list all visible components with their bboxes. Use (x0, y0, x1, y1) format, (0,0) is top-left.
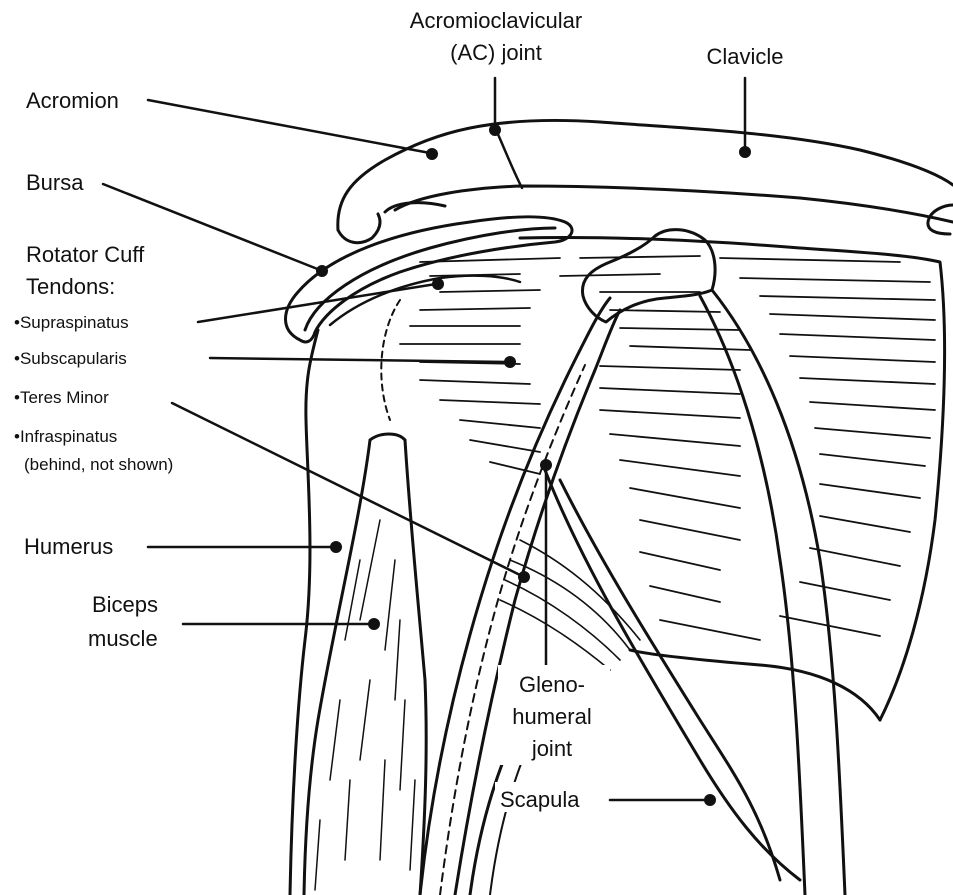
acromion-outline (338, 120, 953, 230)
label-teres-minor: •Teres Minor (14, 388, 109, 407)
label-biceps-line1: Biceps (92, 592, 158, 617)
label-rotator-cuff-line1: Rotator Cuff (26, 242, 145, 267)
short-head-tendon-a (712, 290, 845, 895)
biceps-tendon-dash (440, 365, 585, 895)
humeral-head-top (330, 276, 520, 325)
rotator-cuff-fibers (400, 256, 935, 640)
dot-humerus (330, 541, 342, 553)
acromion-underside (338, 214, 380, 243)
label-rotator-cuff-line2: Tendons: (26, 274, 115, 299)
label-acromion: Acromion (26, 88, 119, 113)
dot-supraspinatus (432, 278, 444, 290)
label-glenohumeral-line1: Gleno- (519, 672, 585, 697)
teres-minor-fibers (500, 540, 640, 670)
label-humerus: Humerus (24, 534, 113, 559)
label-subscapularis: •Subscapularis (14, 349, 127, 368)
clavicle-underside (395, 186, 953, 222)
biceps-fibers (315, 520, 415, 890)
dot-glenohumeral (540, 459, 552, 471)
label-ac-joint-line2: (AC) joint (450, 40, 542, 65)
dot-acromion (426, 148, 438, 160)
dot-clavicle (739, 146, 751, 158)
scapula-bottom (630, 650, 880, 720)
label-supraspinatus: •Supraspinatus (14, 313, 129, 332)
label-scapula: Scapula (500, 787, 580, 812)
label-bursa: Bursa (26, 170, 84, 195)
dot-teres-minor (518, 571, 530, 583)
label-clavicle: Clavicle (706, 44, 783, 69)
labels: Acromioclavicular (AC) joint Clavicle Ac… (14, 2, 784, 812)
dot-ac-joint (489, 124, 501, 136)
biceps-muscle-top (370, 434, 405, 440)
leader-supraspinatus (198, 284, 436, 322)
label-glenohumeral-line3: joint (531, 736, 572, 761)
leader-subscapularis (210, 358, 508, 362)
biceps-muscle-right (405, 440, 426, 895)
leader-acromion (148, 100, 430, 153)
scapula-outline (520, 237, 945, 720)
dot-bursa (316, 265, 328, 277)
biceps-muscle-left (304, 440, 370, 895)
dot-subscapularis (504, 356, 516, 368)
humeral-head (290, 330, 318, 895)
label-ac-joint-line1: Acromioclavicular (410, 8, 582, 33)
dot-scapula (704, 794, 716, 806)
label-infraspinatus-note: (behind, not shown) (24, 455, 173, 474)
label-infraspinatus: •Infraspinatus (14, 427, 117, 446)
label-biceps-line2: muscle (88, 626, 158, 651)
ac-joint-seam (497, 132, 522, 188)
dot-biceps (368, 618, 380, 630)
leader-teres-minor (172, 403, 522, 576)
label-glenohumeral-line2: humeral (512, 704, 591, 729)
